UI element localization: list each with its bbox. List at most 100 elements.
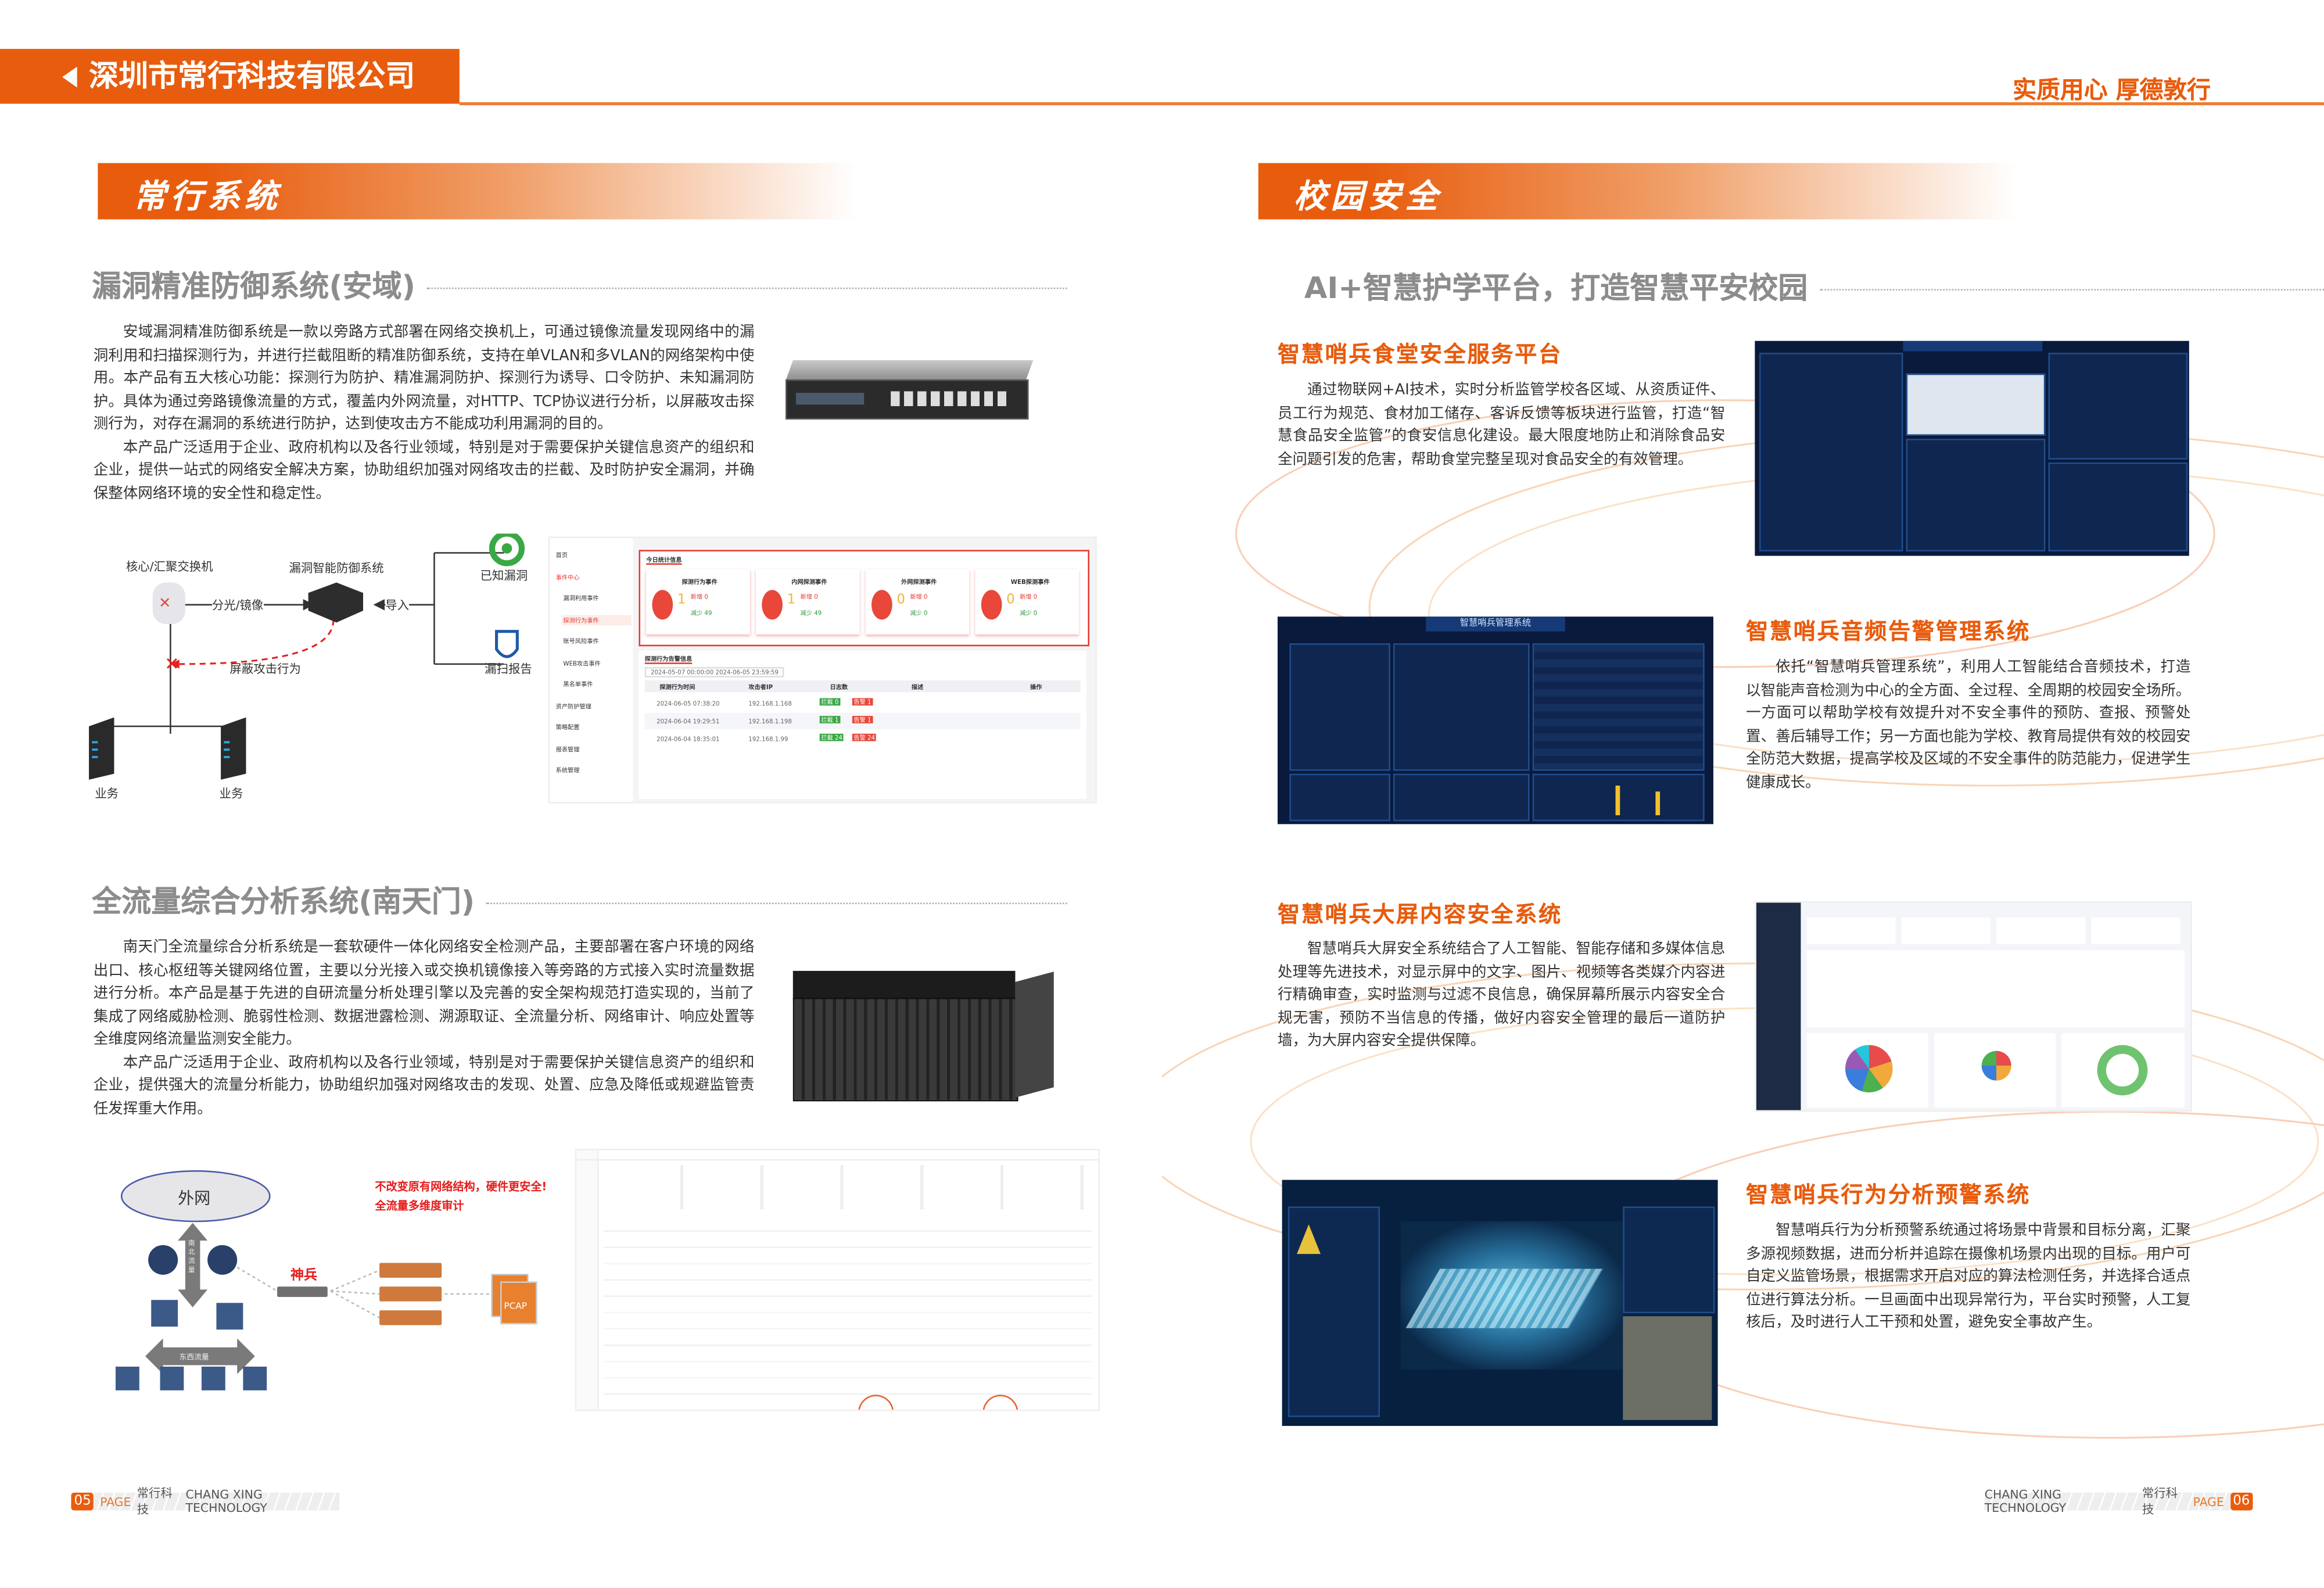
nantianmen-topology-diagram: 外网 南北流量 东西流量 神兵 不改变原有网络结构，硬件更安全! 全流量多维度审… bbox=[104, 1149, 564, 1401]
label-defense-system: 漏洞智能防御系统 bbox=[289, 561, 384, 575]
section-title-anyu: 漏洞精准防御系统(安域) bbox=[92, 263, 1067, 306]
page-label: PAGE bbox=[2193, 1494, 2224, 1508]
banner-campus-safety: 校园安全 bbox=[1258, 163, 2017, 220]
diagram-slogan: 不改变原有网络结构，硬件更安全! bbox=[375, 1180, 547, 1193]
brand-en: CHANG XING TECHNOLOGY bbox=[1984, 1488, 2067, 1515]
heading-canteen-platform: 智慧哨兵食堂安全服务平台 bbox=[1277, 340, 1562, 368]
section-title-text: 漏洞精准防御系统(安域) bbox=[92, 268, 415, 304]
table-column-header: 日志数 bbox=[830, 682, 848, 690]
row-time: 2024-06-05 07:38:20 bbox=[657, 700, 720, 707]
console-nav-item[interactable]: 策略配置 bbox=[555, 723, 580, 731]
behavior-analysis-description: 智慧哨兵行为分析预警系统通过将场景中背景和目标分离，汇聚多源视频数据，进而分析并… bbox=[1746, 1220, 2190, 1335]
label-probe: 神兵 bbox=[290, 1268, 317, 1284]
stat-card-decrease: 减少 49 bbox=[690, 609, 712, 617]
screen-content-dashboard-screenshot bbox=[1755, 901, 2192, 1112]
label-known-vuln: 已知漏洞 bbox=[480, 569, 528, 583]
page-number: 06 bbox=[2230, 1492, 2253, 1511]
audio-alarm-description: 依托“智慧哨兵管理系统”，利用人工智能结合音频技术，打造以智能声音检测为中心的全… bbox=[1746, 657, 2190, 794]
row-time: 2024-06-04 18:35:01 bbox=[657, 735, 720, 743]
heading-audio-alarm: 智慧哨兵音频告警管理系统 bbox=[1746, 618, 2031, 645]
access-switch-icon bbox=[243, 1367, 267, 1390]
label-pcap: PCAP bbox=[504, 1301, 527, 1312]
paragraph: 通过物联网+AI技术，实时分析监管学校各区域、从资质证件、员工行为规范、食材加工… bbox=[1277, 382, 1726, 468]
console-nav-item[interactable]: 事件中心 bbox=[555, 572, 580, 580]
label-import: 导入 bbox=[385, 597, 410, 614]
row-ip: 192.168.1.168 bbox=[748, 700, 792, 707]
label-mirror: 分光/镜像 bbox=[211, 597, 264, 614]
core-switch-icon bbox=[151, 1300, 178, 1327]
paragraph: 本产品广泛适用于企业、政府机构以及各行业领域，特别是对于需要保护关键信息资产的组… bbox=[93, 439, 755, 502]
label-business: 业务 bbox=[95, 787, 119, 801]
stat-card-icon bbox=[871, 590, 892, 620]
core-switch-icon bbox=[216, 1303, 243, 1330]
dashboard-title: 智慧哨兵管理系统 bbox=[1426, 616, 1565, 632]
slogan: 实质用心 厚德敦行 bbox=[2013, 76, 2211, 104]
storage-server-icon bbox=[379, 1286, 442, 1302]
console-nav-item[interactable]: 探测行为事件 bbox=[561, 614, 632, 625]
back-arrow-icon bbox=[62, 66, 77, 88]
stat-card-title: 外网探测事件 bbox=[901, 578, 937, 586]
console-nav-item[interactable]: WEB攻击事件 bbox=[563, 658, 601, 666]
company-name: 深圳市常行科技有限公司 bbox=[89, 58, 415, 94]
company-header: 深圳市常行科技有限公司 bbox=[0, 49, 460, 104]
table-column-header: 探测行为时间 bbox=[659, 682, 695, 690]
pie-chart bbox=[1981, 1051, 2011, 1081]
console-nav-item[interactable]: 资产防护管理 bbox=[555, 701, 591, 709]
table-column-header: 描述 bbox=[911, 682, 924, 690]
brand-cn: 常行科技 bbox=[2142, 1486, 2178, 1517]
known-vuln-icon bbox=[489, 533, 525, 567]
console-nav-item[interactable]: 账号风险事件 bbox=[563, 637, 599, 645]
section-title-text: 全流量综合分析系统(南天门) bbox=[92, 883, 475, 919]
pie-chart bbox=[1845, 1045, 1893, 1093]
canteen-dashboard-screenshot bbox=[1755, 340, 2189, 556]
date-range-input[interactable]: 2024-05-07 00:00:00 2024-06-05 23:59:59 bbox=[644, 666, 785, 678]
stat-card-value: 0 bbox=[1006, 593, 1015, 608]
router-icon bbox=[148, 1245, 178, 1275]
dotted-rule bbox=[1819, 287, 2324, 290]
label-block-attack: 屏蔽攻击行为 bbox=[229, 662, 301, 676]
row-blocked-badge: 拦截 24 bbox=[819, 733, 844, 741]
stat-card-icon bbox=[981, 590, 1002, 620]
block-x-icon: ✕ bbox=[164, 654, 180, 675]
paragraph: 依托“智慧哨兵管理系统”，利用人工智能结合音频技术，打造以智能声音检测为中心的全… bbox=[1746, 659, 2191, 791]
console-nav-item[interactable]: 黑名单事件 bbox=[563, 680, 593, 688]
paragraph: 本产品广泛适用于企业、政府机构以及各行业领域，特别是对于需要保护关键信息资产的组… bbox=[93, 1055, 755, 1117]
stat-card-increase: 新增 0 bbox=[800, 593, 818, 601]
row-alert-badge: 告警 1 bbox=[852, 698, 873, 706]
table-column-header: 操作 bbox=[1030, 682, 1042, 690]
stat-card-increase: 新增 0 bbox=[910, 593, 928, 601]
server-icon bbox=[89, 717, 114, 780]
router-icon bbox=[207, 1245, 238, 1275]
row-ip: 192.168.1.198 bbox=[748, 717, 792, 725]
stat-card-title: WEB探测事件 bbox=[1010, 578, 1050, 586]
stat-card-increase: 新增 0 bbox=[690, 593, 708, 601]
screen-content-description: 智慧哨兵大屏安全系统结合了人工智能、智能存储和多媒体信息处理等先进技术，对显示屏… bbox=[1278, 938, 1725, 1053]
stat-card-icon bbox=[762, 590, 783, 620]
topology-shapes bbox=[115, 1170, 537, 1390]
label-core-switch: 核心/汇聚交换机 bbox=[125, 560, 213, 574]
label-business: 业务 bbox=[219, 787, 243, 801]
core-switch-icon bbox=[152, 582, 185, 624]
nantianmen-console-screenshot bbox=[575, 1149, 1100, 1411]
section-title-campus: AI+智慧护学平台，打造智慧平安校园 bbox=[1304, 264, 2324, 307]
server-icon bbox=[221, 717, 246, 780]
banner-title: 校园安全 bbox=[1294, 179, 1443, 217]
dotted-rule bbox=[486, 901, 1067, 904]
label-internet: 外网 bbox=[178, 1188, 211, 1209]
console-nav-item[interactable]: 首页 bbox=[555, 551, 568, 559]
heading-behavior-analysis: 智慧哨兵行为分析预警系统 bbox=[1746, 1181, 2031, 1209]
console-nav-item[interactable]: 报表管理 bbox=[555, 744, 580, 752]
console-nav-item[interactable]: 漏洞利用事件 bbox=[563, 594, 599, 602]
diagram-slogan: 全流量多维度审计 bbox=[375, 1199, 464, 1213]
probe-device-icon bbox=[277, 1286, 328, 1297]
access-switch-icon bbox=[115, 1367, 139, 1390]
console-nav-item[interactable]: 系统管理 bbox=[555, 766, 580, 774]
